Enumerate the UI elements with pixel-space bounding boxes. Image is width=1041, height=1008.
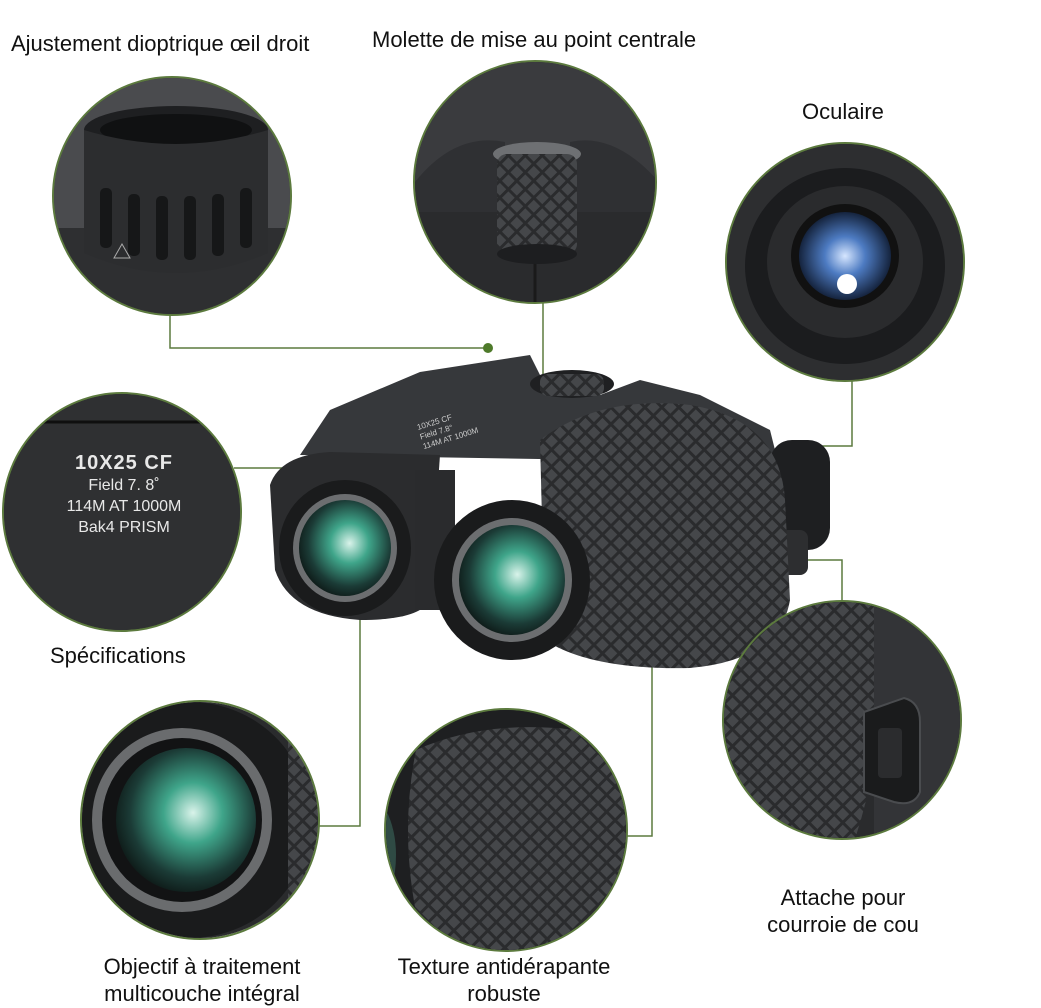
specifications-detail-circle: 10X25 CF Field 7. 8˚ 114M AT 1000M Bak4 … [2,392,242,632]
diopter-label: Ajustement dioptrique œil droit [11,31,310,56]
objective-label-line1: Objectif à traitement [103,954,301,979]
spec-field: Field 7. 8˚ [88,477,160,494]
texture-detail-circle [384,708,628,952]
strap-attachment-image [724,602,960,838]
spec-prism: Bak4 PRISM [78,519,170,536]
texture-label: Texture antidérapante robuste [382,953,626,1007]
objective-lens-image [82,702,318,938]
spec-distance: 114M AT 1000M [66,498,182,515]
eyepiece-label: Oculaire [802,99,884,124]
specifications-label: Spécifications [50,643,186,668]
texture-image [386,710,626,950]
spec-model: 10X25 CF [74,452,174,474]
objective-detail-circle [80,700,320,940]
eyepiece-detail-circle [725,142,965,382]
diopter-detail-circle [52,76,292,316]
strap-connector [797,559,843,600]
diopter-dot [483,343,493,353]
focus-wheel-detail-circle [413,60,657,304]
texture-label-line2: robuste [467,981,541,1006]
texture-label-line1: Texture antidérapante [397,954,611,979]
strap-label-line2: courroie de cou [767,912,919,937]
strap-detail-circle [722,600,962,840]
diopter-connector [169,310,488,349]
eyepiece-image [727,144,963,380]
spec-texture [4,394,240,630]
spec-block: 10X25 CF Field 7. 8˚ 114M AT 1000M Bak4 … [4,452,240,538]
objective-connector [318,540,361,827]
focus-wheel-label: Molette de mise au point centrale [372,27,697,52]
diopter-ring-image [54,78,290,314]
strap-label: Attache pour courroie de cou [748,884,938,938]
strap-label-line1: Attache pour [780,885,906,910]
objective-label: Objectif à traitement multicouche intégr… [78,953,326,1007]
focus-wheel-image [415,62,655,302]
objective-label-line2: multicouche intégral [104,981,300,1006]
